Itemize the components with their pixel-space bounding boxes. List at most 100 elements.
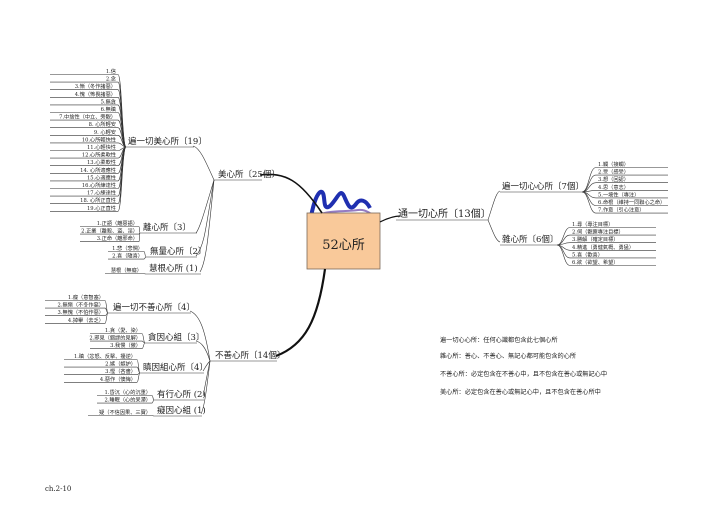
group-label: 遍一切不善心所〔4〕 [113,302,195,313]
branch-variable: 通一切心所〔13個〕 遍一切心心所〔7個〕 1.觸（接觸）2.受（感受）3.想（… [396,160,668,266]
leaf-connector [143,256,147,260]
leaf-item: 1.信 [106,67,116,75]
page-label: ch.2-10 [45,485,71,493]
central-node: 52心所 [306,189,381,270]
leaf-item: 1.正語（離惡語） [97,219,138,227]
leaf-item: 3.慳（吝嗇） [105,367,136,375]
leaf-item: 2.念 [106,75,116,83]
leaf-item: 2.無慚（不冬作惡） [58,301,104,309]
group-label: 雜心所〔6個〕 [502,234,558,245]
branch-beautiful: 美心所〔25個〕 遍一切美心所〔19〕 1.信2.念3.慚（冬作諸惡）4.愧（怖… [50,67,280,275]
leaf-item: 疑（不信因果、三寶） [99,408,151,416]
leaf-connector [138,232,141,242]
leaf-item: 2.受（感受） [598,168,629,176]
group-unwholesome-greed: 貪因心組〔3〕 1.貪（愛、染）2.邪見（錯謬的見解）3.我慢（傲） [89,326,204,349]
group-label: 癡因心組 (1) [157,405,206,416]
group-unwholesome-universal: 遍一切不善心所〔4〕 1.癡（意智塞）2.無慚（不冬作惡）3.無愧（不怕作惡）4… [45,293,195,324]
leaf-item: 2.伺（觀察專注目標） [572,228,624,236]
leaf-item: 15.心適應性 [87,173,116,181]
leaf-connector [151,395,155,401]
group-label: 瞋因組心所〔4〕 [143,362,208,373]
note-3: 不善心所：必定包含在不善心中，且不包含在善心或無記心中 [440,370,607,378]
leaf-item: 14. 心所適應性 [80,166,116,174]
leaf-item: 7.中捨性（中立、旁觀） [59,113,116,121]
leaf-item: 1.悲（悲憫） [112,244,143,252]
leaf-item: 慧根（無癡） [111,266,142,274]
leaf-connector [581,191,597,214]
leaf-item: 1.癡（意智塞） [68,293,104,301]
leaf-item: 11.心輕快性 [87,143,116,151]
leaf-connector [143,251,147,258]
leaf-item: 4.掉擧（去乏） [68,316,104,324]
group-beautiful-universal: 遍一切美心所〔19〕 1.信2.念3.慚（冬作諸惡）4.愧（怖畏諸惡）5.無貪6… [50,67,207,212]
leaf-connector [138,226,141,234]
leaf-item: 6.命根（維持一同聯心之命） [598,198,665,206]
leaf-connector [141,342,146,349]
leaf-item: 2.喜（隨喜） [112,252,143,260]
leaf-item: 3.慚（冬作諸惡） [75,82,116,90]
leaf-connector [117,97,127,148]
leaf-connector [151,415,155,417]
leaf-item: 3.正命（離邪命） [97,234,138,242]
leaf-item: 6.欲（欲望、希望） [572,258,618,266]
swirl-decoration [308,189,372,226]
note-1: 遍一切心心所：任何心識都包含此七個心所 [440,336,558,344]
leaf-connector [142,273,147,275]
leaf-connector [151,399,155,404]
leaf-item: 19.心正直性 [87,204,116,212]
leaf-item: 2.正業（離殺、盜、淫） [81,227,138,235]
central-box [306,212,381,270]
group-label: 無量心所〔2〕 [150,246,206,257]
leaf-item: 6.無瞋 [101,105,116,113]
leaf-item: 9. 心輕安 [94,128,116,136]
leaf-item: 2.嫉（嫉妒） [105,360,136,368]
leaf-item: 5.喜（歡喜） [572,250,603,258]
branch-variable-label: 通一切心所〔13個〕 [398,207,491,220]
connector-unwholesome [275,268,327,358]
group-label: 遍一切心心所〔7個〕 [502,181,584,192]
branch-beautiful-label: 美心所〔25個〕 [218,169,280,180]
leaf-item: 1.昏沉（心的沉重） [105,388,151,396]
group-beautiful-illimitable: 無量心所〔2〕 1.悲（悲憫）2.喜（隨喜） [108,244,206,260]
leaf-item: 4.精進（勇健氣概、勇猛） [572,243,634,251]
group-label: 貪因心組〔3〕 [148,332,204,343]
leaf-item: 3.勝解（確定目標） [572,235,618,243]
leaf-connector [556,227,571,246]
notes: 遍一切心心所：任何心識都包含此七個心所 雜心所：善心、不善心、無記心都可能包含的… [440,336,607,396]
leaf-item: 4.惡作（懊悔） [100,375,136,383]
branch-unwholesome: 不善心所〔14個〕 遍一切不善心所〔4〕 1.癡（意智塞）2.無慚（不冬作惡）3… [45,293,285,417]
leaf-item: 5.一境性（專注） [598,190,639,198]
leaf-item: 3.想（回認） [598,175,629,183]
note-2: 雜心所：善心、不善心、無記心都可能包含的心所 [440,352,576,360]
group-variable-universal: 遍一切心心所〔7個〕 1.觸（接觸）2.受（感受）3.想（回認）4.思（意志）5… [500,160,668,214]
central-label: 52心所 [322,238,365,253]
leaf-connector [141,333,146,344]
leaf-item: 13.心柔軟性 [87,158,116,166]
leaf-item: 4.愧（怖畏諸惡） [75,90,116,98]
group-unwholesome-sloth: 有行心所 (2) 1.昏沉（心的沉重）2.睡眠（心的呆滯） [97,388,206,404]
leaf-connector [136,372,141,383]
leaf-item: 17.心練達性 [87,189,116,197]
connector-beautiful [259,173,323,214]
group-beautiful-wisdom: 慧根心所 (1) 慧根（無癡） [105,263,201,275]
leaf-connector [556,244,571,266]
group-unwholesome-delusion: 癡因心組 (1) 疑（不信因果、三寶） [88,405,206,417]
leaf-connector [581,174,597,193]
leaf-item: 18. 心所正直性 [80,196,116,204]
group-label: 有行心所 (2) [157,389,206,400]
leaf-item: 2.邪見（錯謬的見解） [89,334,141,342]
leaf-item: 1.瞋（忿怒、反擊、擾逆） [74,352,136,360]
group-label: 遍一切美心所〔19〕 [128,136,207,147]
leaf-connector [581,167,597,193]
leaf-item: 5.無貪 [101,97,117,105]
group-unwholesome-hatred: 瞋因組心所〔4〕 1.瞋（忿怒、反擊、擾逆）2.嫉（嫉妒）3.慳（吝嗇）4.惡作… [64,352,208,383]
leaf-item: 2.睡眠（心的呆滯） [105,396,151,404]
leaf-item: 7.作意（引心注意） [598,206,644,214]
leaf-item: 3.無愧（不怕作惡） [58,308,104,316]
leaf-item: 8. 心所輕安 [89,120,116,128]
leaf-item: 3.我慢（傲） [110,341,141,349]
leaf-item: 4.思（意志） [598,183,629,191]
leaf-item: 12.心所柔軟性 [82,151,116,159]
group-variable-occasional: 雜心所〔6個〕 1.尋（專注目標）2.伺（觀察專注目標）3.勝解（確定目標）4.… [500,220,656,266]
